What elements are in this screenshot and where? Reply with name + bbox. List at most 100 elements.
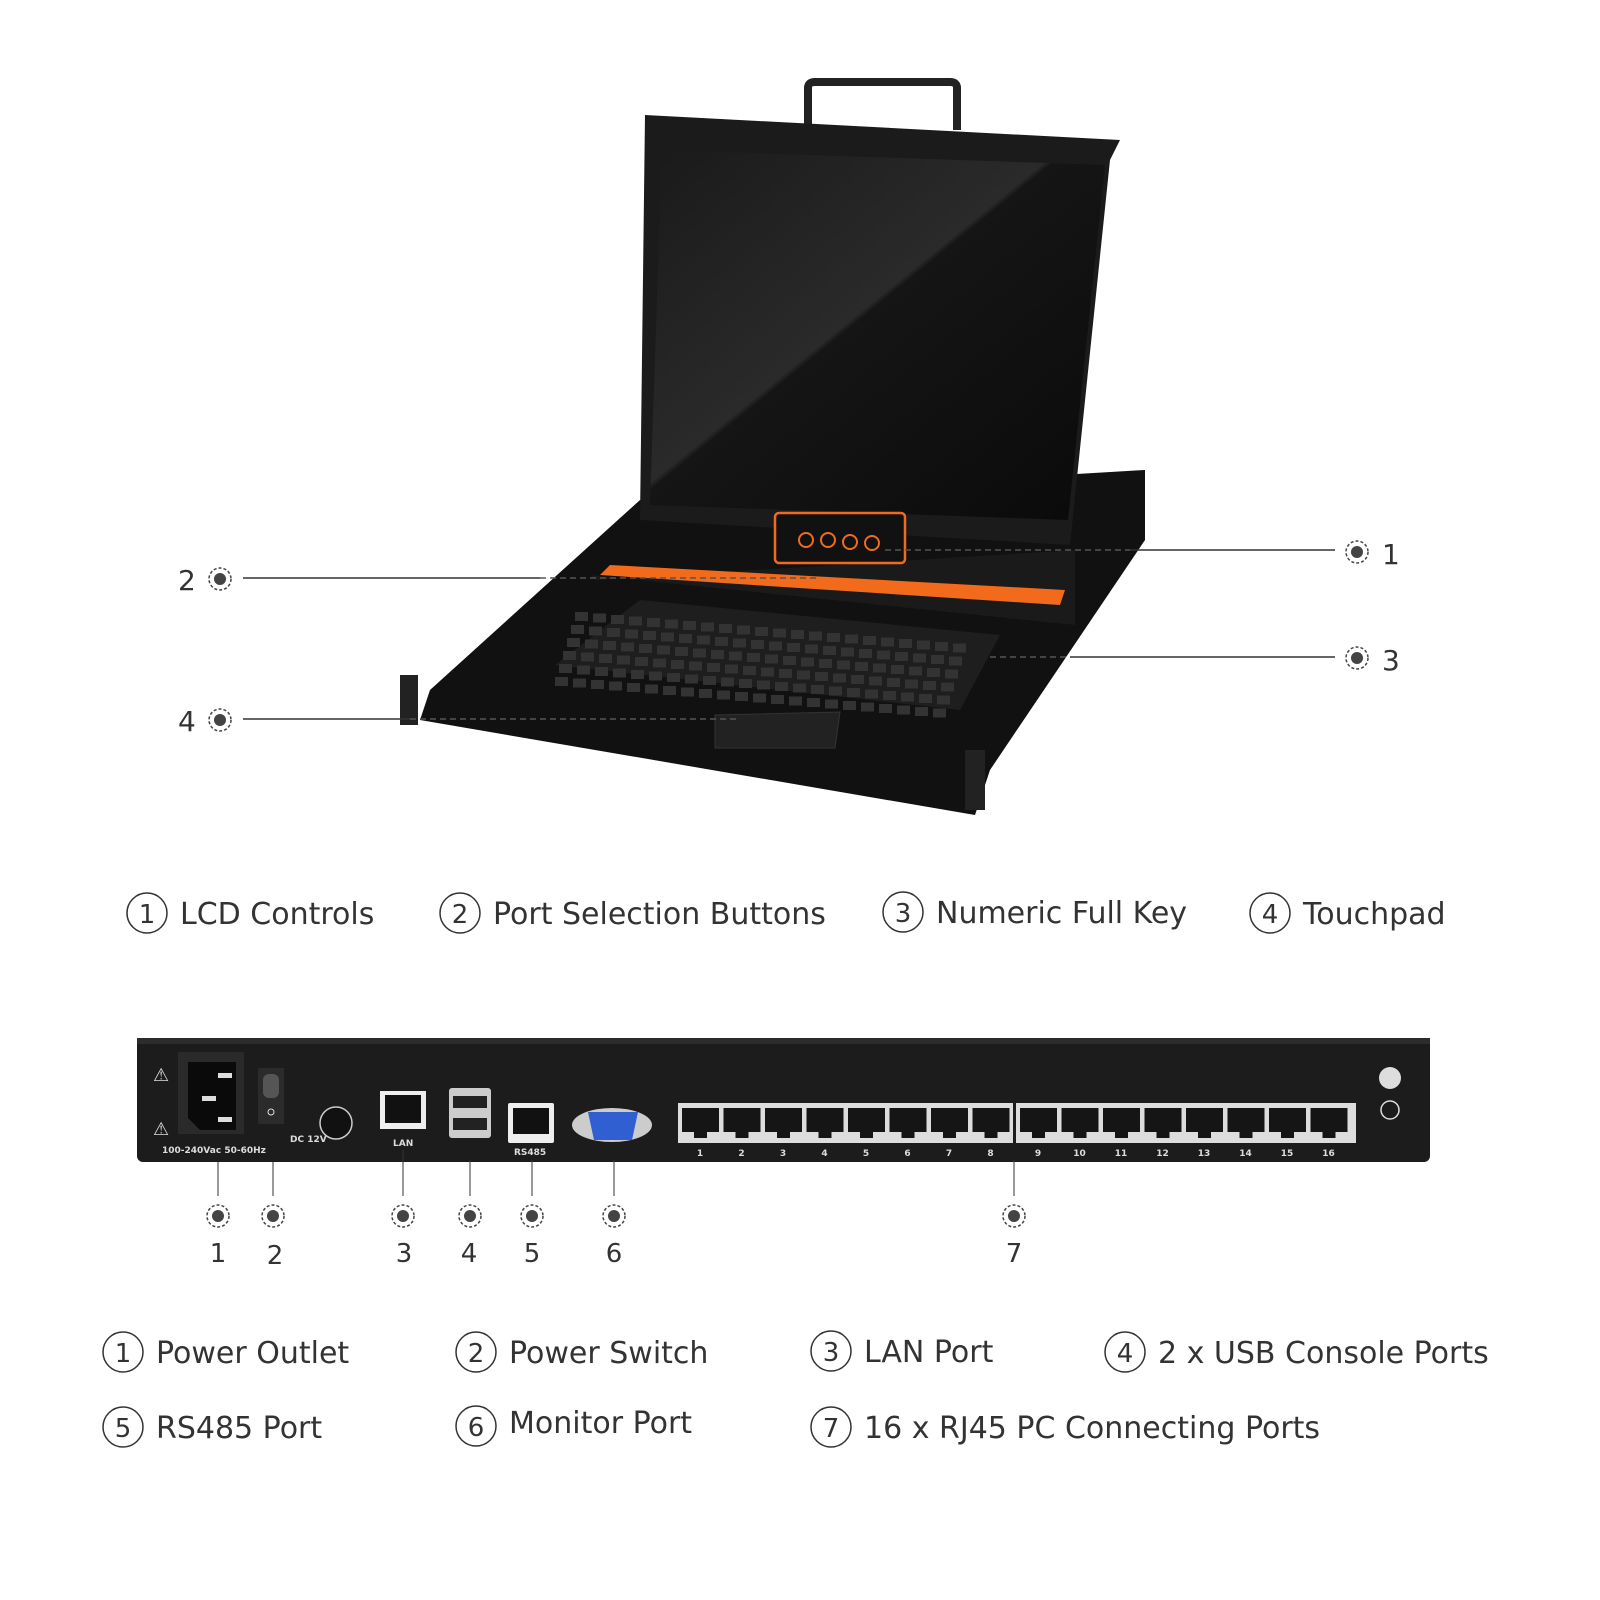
rj45-port-tab [1239,1132,1253,1138]
front-callout-2: 2 [178,564,820,597]
rj45-port [682,1108,719,1132]
key [837,660,850,670]
key [753,693,766,703]
key [859,649,872,658]
legend-number: 1 [139,900,156,930]
orange-strip [600,565,1065,605]
legend-number: 6 [468,1413,485,1443]
key [769,641,782,651]
legend-number: 3 [823,1338,840,1368]
legend-label: RS485 Port [156,1411,322,1446]
rj45-port [806,1108,844,1132]
power-rating-label: 100-240Vac 50-60Hz [162,1146,266,1156]
rj45-port-tab [735,1132,749,1138]
callout-number: 3 [1382,644,1400,677]
lan-port [380,1091,426,1129]
rj45-port-tab [1073,1132,1087,1138]
port-number: 6 [904,1149,910,1159]
legend-label: LAN Port [864,1335,994,1370]
rear-callout-3: 3 [391,1150,415,1269]
key [585,639,598,649]
rear-callout-4: 4 [458,1160,482,1269]
legend-label: Power Outlet [156,1336,349,1371]
key [613,668,626,678]
key [607,628,620,637]
ground-icon [1380,1100,1400,1120]
lcd-control-panel [773,511,907,565]
key [757,680,770,690]
key [645,684,658,694]
key [901,692,914,702]
key [805,644,818,654]
key [581,652,594,662]
port-number: 5 [863,1149,869,1159]
key [631,670,644,679]
key [675,647,688,656]
key [717,690,730,700]
rj45-port [1227,1108,1265,1132]
key [697,635,710,645]
key [847,688,860,697]
legend-number: 3 [895,899,912,929]
key [945,669,958,679]
rj45-port [1269,1108,1306,1132]
callout-number: 7 [1006,1239,1023,1269]
legend-number: 2 [468,1339,485,1369]
rj45-port-tab [1115,1132,1128,1138]
rj45-port-tab [943,1132,956,1138]
key [693,648,706,658]
key [571,625,584,634]
key [751,640,764,649]
rj45-port [1186,1108,1223,1132]
key [701,622,714,632]
dc-power-jack [319,1106,353,1140]
key [949,656,962,666]
key [931,655,944,664]
key [881,637,894,647]
key [913,653,926,663]
rj45-port [972,1108,1010,1132]
legend-label: 2 x USB Console Ports [1158,1336,1489,1371]
key [595,667,608,676]
key [797,670,810,680]
key [941,682,954,692]
key [747,653,760,662]
kvm-console-front [400,78,1145,815]
key [761,667,774,677]
key [811,685,824,694]
callout-number: 4 [461,1239,478,1269]
rj45-port [1061,1108,1099,1132]
key [905,679,918,689]
key [765,654,778,664]
key [689,661,702,671]
key [611,615,624,624]
key [815,672,828,681]
key [919,694,932,703]
key [671,660,684,669]
key [927,668,940,677]
lan-label: LAN [393,1139,413,1149]
key [699,689,712,698]
rj45-port-tab [777,1132,790,1138]
key [567,638,580,647]
legend-number: 4 [1262,900,1279,930]
key [667,673,680,682]
key [593,613,606,623]
key [873,663,886,673]
key [845,634,858,644]
key [559,664,572,673]
power-switch [258,1068,284,1124]
key [715,637,728,646]
rj45-port-tab [1322,1132,1336,1138]
key [591,680,604,689]
legend-item: 1 LCD Controls [126,892,374,934]
rj45-port [1144,1108,1182,1132]
rj45-port [1020,1108,1057,1132]
key [793,683,806,693]
rj45-port-tab [1281,1132,1294,1138]
key [563,651,576,660]
key [841,647,854,657]
key [917,640,930,650]
key [909,666,922,676]
